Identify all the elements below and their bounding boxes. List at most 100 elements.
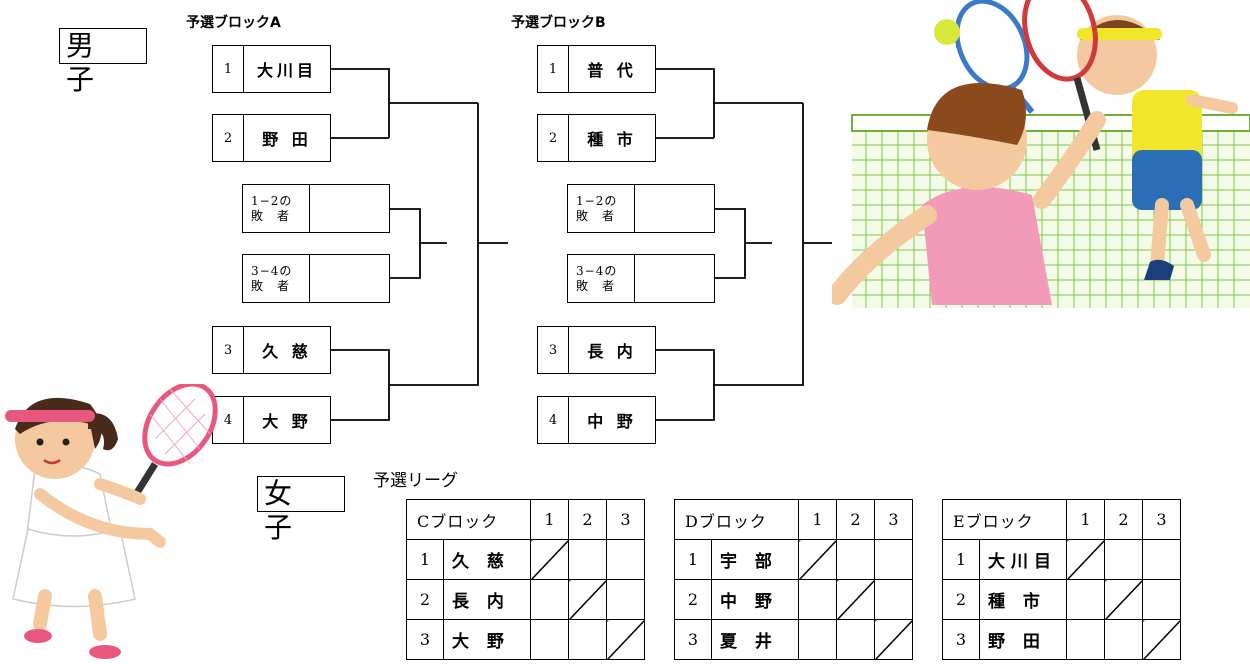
- result-cell: [1142, 539, 1181, 580]
- team-name: 大川目: [256, 61, 317, 80]
- result-cell: [836, 539, 875, 580]
- block-a-entry-4: 4 大 野: [212, 396, 331, 444]
- loser-label: 3−4の 敗 者: [243, 255, 310, 302]
- loser-label-line2: 敗 者: [251, 208, 291, 223]
- girl-tennis-illustration: [5, 384, 218, 659]
- entry-number: 4: [213, 397, 244, 443]
- boys-tennis-illustration: [832, 0, 1250, 308]
- row-number: 3: [674, 619, 712, 660]
- block-b-loser-slot-2: 3−4の 敗 者: [567, 254, 715, 303]
- diagonal-cell: [798, 539, 837, 580]
- loser-label-line2: 敗 者: [576, 208, 616, 223]
- block-a-loser-slot-2: 3−4の 敗 者: [242, 254, 390, 303]
- loser-label-line1: 1−2の: [576, 193, 618, 208]
- loser-label-line2: 敗 者: [576, 278, 616, 293]
- loser-label-line1: 3−4の: [251, 263, 293, 278]
- block-a-title: 予選ブロックA: [186, 15, 281, 31]
- col-header: 3: [1142, 499, 1181, 540]
- row-number: 1: [942, 539, 980, 580]
- result-cell: [1142, 579, 1181, 620]
- table-row: 1 大川目: [942, 539, 1181, 580]
- block-a-loser-slot-1: 1−2の 敗 者: [242, 184, 390, 233]
- league-table-d: Dブロック 1 2 3 1 宇 部 2 中 野 3 夏 井: [674, 499, 913, 660]
- row-number: 3: [406, 619, 444, 660]
- block-b-loser-slot-1: 1−2の 敗 者: [567, 184, 715, 233]
- block-title-cell: Dブロック: [674, 499, 799, 540]
- col-header: 2: [1104, 499, 1143, 540]
- result-cell: [1104, 619, 1143, 660]
- entry-number: 4: [538, 397, 569, 443]
- block-b-entry-4: 4 中 野: [537, 396, 656, 444]
- result-cell: [1066, 579, 1105, 620]
- result-cell: [1104, 539, 1143, 580]
- block-b-title: 予選ブロックB: [511, 15, 606, 31]
- block-a-entry-2: 2 野 田: [212, 114, 331, 162]
- result-cell: [798, 619, 837, 660]
- blank-cell: [310, 185, 389, 232]
- result-cell: [836, 619, 875, 660]
- loser-label-line1: 1−2の: [251, 193, 293, 208]
- result-cell: [606, 579, 645, 620]
- col-header: 1: [1066, 499, 1105, 540]
- col-header: 1: [530, 499, 569, 540]
- diagonal-cell: [1142, 619, 1181, 660]
- blank-cell: [310, 255, 389, 302]
- diagonal-cell: [1066, 539, 1105, 580]
- col-header: 2: [836, 499, 875, 540]
- team-name: 大 野: [262, 412, 312, 431]
- diagonal-cell: [606, 619, 645, 660]
- team-name: 久 慈: [443, 539, 531, 580]
- result-cell: [1066, 619, 1105, 660]
- row-number: 2: [406, 579, 444, 620]
- block-b-entry-3: 3 長 内: [537, 326, 656, 374]
- team-name: 大川目: [979, 539, 1067, 580]
- loser-label-line2: 敗 者: [251, 278, 291, 293]
- diagonal-cell: [568, 579, 607, 620]
- loser-label: 1−2の 敗 者: [568, 185, 635, 232]
- entry-number: 2: [538, 115, 569, 161]
- row-number: 3: [942, 619, 980, 660]
- result-cell: [568, 619, 607, 660]
- block-b-entry-2: 2 種 市: [537, 114, 656, 162]
- entry-number: 3: [213, 327, 244, 373]
- result-cell: [606, 539, 645, 580]
- block-b-entry-1: 1 普 代: [537, 45, 656, 93]
- league-table-e: Eブロック 1 2 3 1 大川目 2 種 市 3 野 田: [942, 499, 1181, 660]
- loser-label: 1−2の 敗 者: [243, 185, 310, 232]
- table-row: 3 野 田: [942, 619, 1181, 660]
- team-name: 中 野: [711, 579, 799, 620]
- row-number: 1: [406, 539, 444, 580]
- table-row: 1 久 慈: [406, 539, 645, 580]
- team-name: 宇 部: [711, 539, 799, 580]
- row-number: 1: [674, 539, 712, 580]
- row-number: 2: [674, 579, 712, 620]
- team-name: 普 代: [587, 61, 637, 80]
- team-name: 種 市: [587, 130, 637, 149]
- diagonal-cell: [1104, 579, 1143, 620]
- team-name: 長 内: [587, 342, 637, 361]
- table-header-row: Dブロック 1 2 3: [674, 499, 913, 540]
- girls-label: 女 子: [257, 476, 345, 544]
- col-header: 3: [874, 499, 913, 540]
- table-row: 1 宇 部: [674, 539, 913, 580]
- league-table-c: Cブロック 1 2 3 1 久 慈 2 長 内 3 大 野: [406, 499, 645, 660]
- team-name: 久 慈: [262, 342, 312, 361]
- result-cell: [874, 539, 913, 580]
- entry-number: 2: [213, 115, 244, 161]
- diagonal-cell: [836, 579, 875, 620]
- result-cell: [530, 579, 569, 620]
- block-a-entry-3: 3 久 慈: [212, 326, 331, 374]
- team-name: 野 田: [979, 619, 1067, 660]
- team-name: 夏 井: [711, 619, 799, 660]
- loser-label-line1: 3−4の: [576, 263, 618, 278]
- team-name: 野 田: [262, 130, 312, 149]
- row-number: 2: [942, 579, 980, 620]
- block-title-cell: Cブロック: [406, 499, 531, 540]
- table-row: 2 中 野: [674, 579, 913, 620]
- team-name: 中 野: [587, 412, 637, 431]
- entry-number: 1: [213, 46, 244, 92]
- diagonal-cell: [530, 539, 569, 580]
- blank-cell: [635, 255, 714, 302]
- entry-number: 3: [538, 327, 569, 373]
